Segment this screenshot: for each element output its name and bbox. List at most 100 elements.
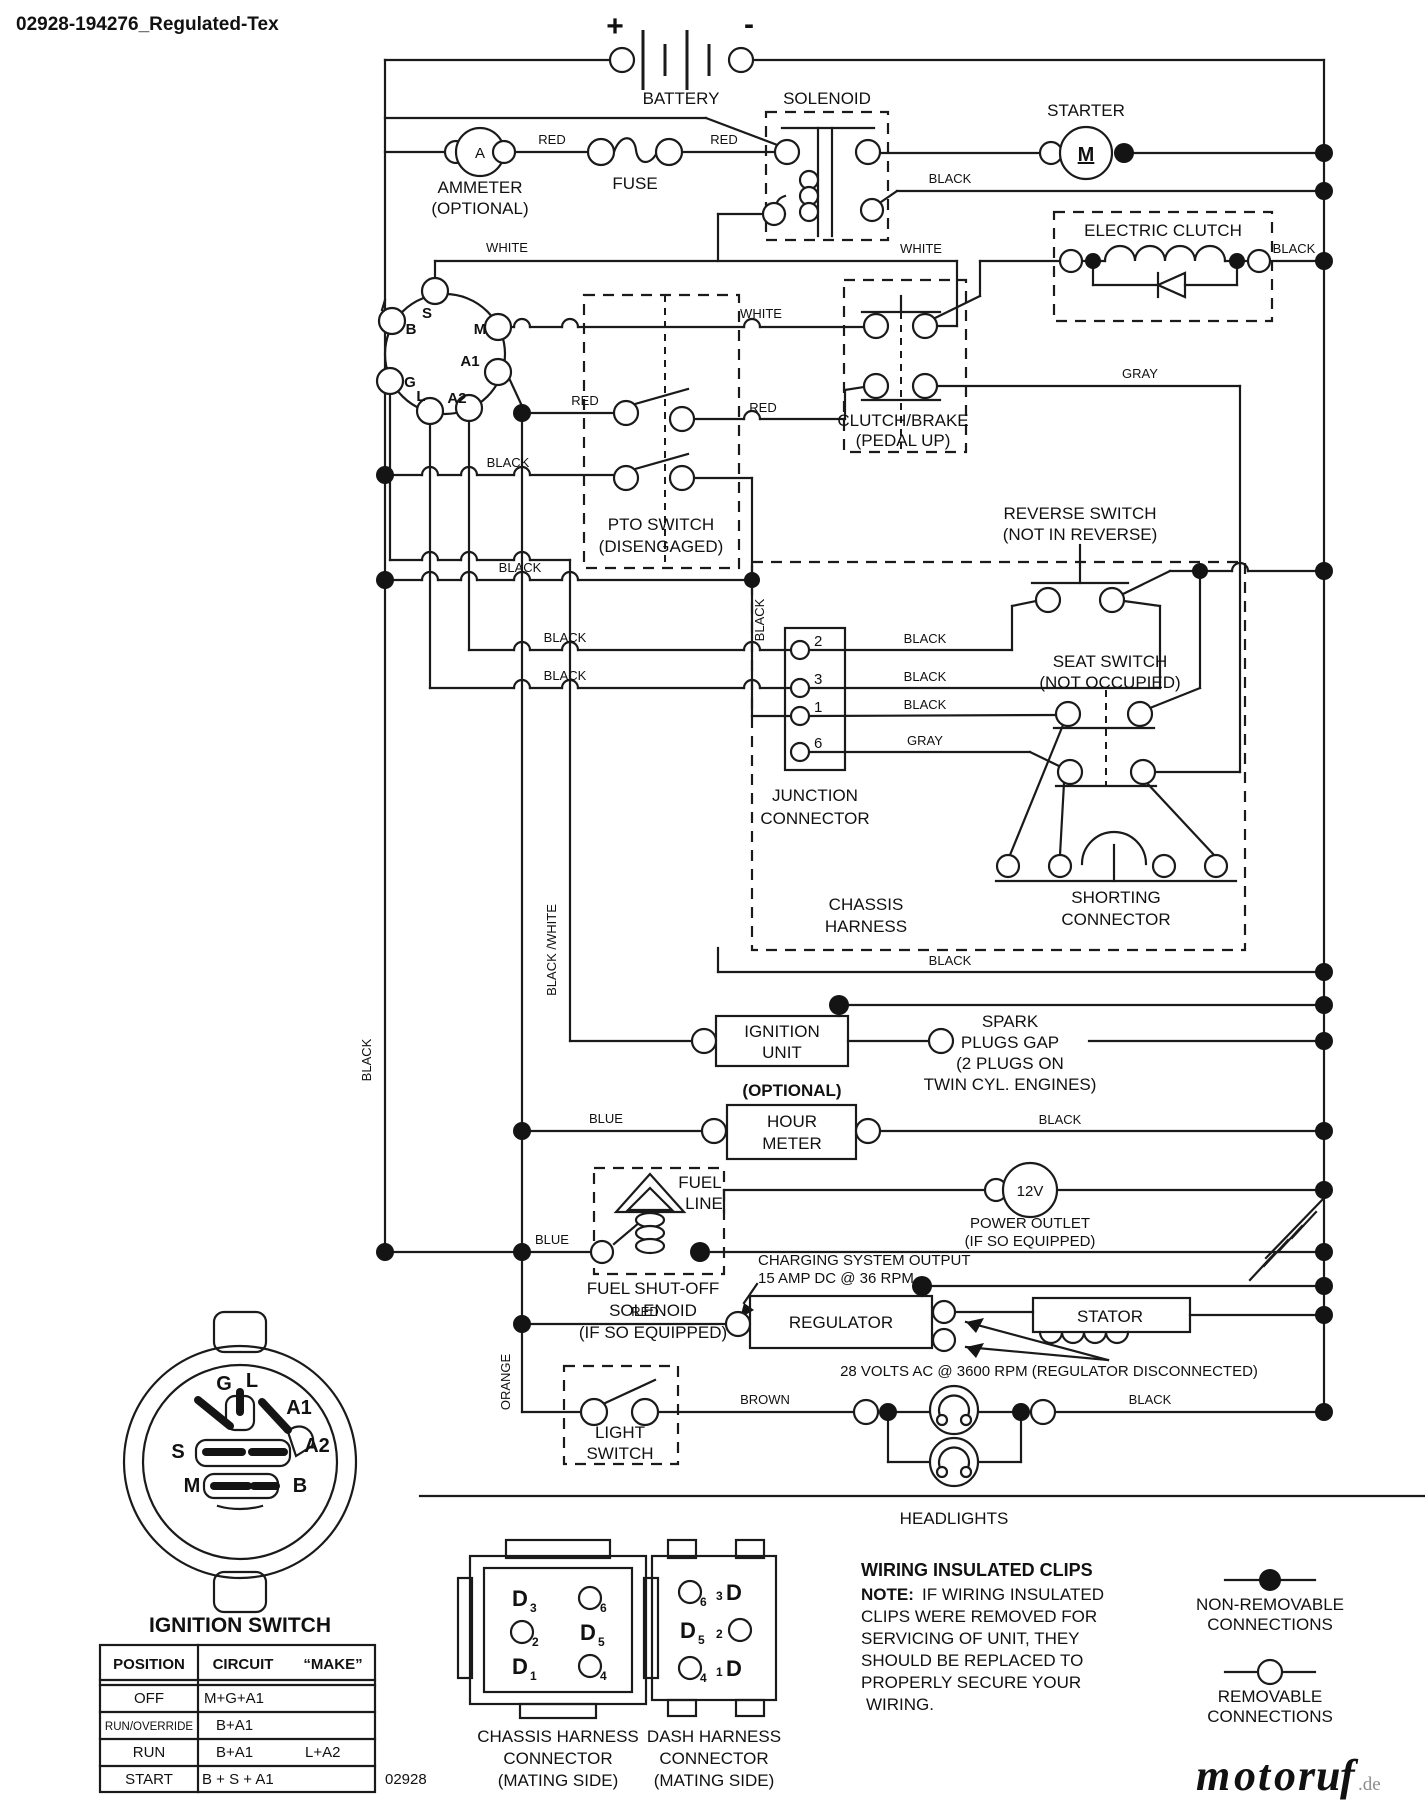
key-marks — [194, 1388, 292, 1490]
switch-terminal-s: S — [171, 1441, 184, 1463]
junction-dots — [376, 143, 1333, 1421]
hour-meter-label-1: HOUR — [767, 1112, 817, 1131]
ring-terminal-b: B — [406, 321, 417, 338]
component-shapes — [613, 30, 1192, 1488]
note-line-2: SERVICING OF UNIT, THEY — [861, 1629, 1080, 1648]
power-outlet-label-2: (IF SO EQUIPPED) — [965, 1233, 1096, 1250]
wire-black-8: BLACK — [904, 669, 947, 684]
clutch-brake-label-2: (PEDAL UP) — [856, 431, 951, 450]
battery-label: BATTERY — [643, 89, 720, 108]
motoruf-logo: m o t o r u f .de — [1196, 1751, 1381, 1800]
wire-red-3: RED — [571, 393, 598, 408]
battery-plus: + — [606, 10, 624, 43]
stator-label: STATOR — [1077, 1307, 1143, 1326]
chassis-connector-label-2: CONNECTOR — [503, 1749, 612, 1768]
wire-black-5: BLACK — [544, 630, 587, 645]
table-row-run-circuit: B+A1 — [216, 1744, 253, 1761]
logo-letter: o — [1274, 1751, 1296, 1800]
reverse-label-2: (NOT IN REVERSE) — [1003, 525, 1158, 544]
pto-label-1: PTO SWITCH — [608, 515, 714, 534]
labels: 02928-194276_Regulated-Tex + - BATTERY A… — [16, 8, 1316, 1528]
junction-label-2: CONNECTOR — [760, 809, 869, 828]
fuse-label: FUSE — [612, 174, 657, 193]
wire-gray-2: GRAY — [907, 733, 943, 748]
dash-pin-num: 5 — [698, 1633, 705, 1647]
reverse-label-1: REVERSE SWITCH — [1003, 504, 1156, 523]
ignition-table: POSITION CIRCUIT “MAKE” OFF M+G+A1 RUN/O… — [98, 1643, 427, 1794]
dash-pin-num: 6 — [700, 1595, 707, 1609]
table-row-runoverride-circuit: B+A1 — [216, 1717, 253, 1734]
chassis-pin-num: 4 — [600, 1669, 607, 1683]
solenoid-label: SOLENOID — [783, 89, 871, 108]
wire-blue-2: BLUE — [535, 1232, 569, 1247]
junction-pin-1: 1 — [814, 699, 822, 716]
ignition-unit-label-2: UNIT — [762, 1043, 802, 1062]
junction-pin-6: 6 — [814, 735, 822, 752]
chassis-pin-num: 1 — [530, 1669, 537, 1683]
chassis-harness-label-1: CHASSIS — [829, 895, 904, 914]
note-line-4: PROPERLY SECURE YOUR — [861, 1673, 1081, 1692]
fuel-solenoid-label-1: FUEL SHUT-OFF — [587, 1279, 720, 1298]
dash-pin-num: 4 — [700, 1671, 707, 1685]
spark-label-2: PLUGS GAP — [961, 1033, 1059, 1052]
logo-letter: u — [1316, 1751, 1340, 1800]
table-col-make: “MAKE” — [303, 1656, 362, 1673]
ring-terminal-l: L — [416, 388, 425, 405]
table-row-run-extra: L+A2 — [305, 1744, 340, 1761]
ignition-switch-drawing: G L A1 A2 S M B IGNITION SWITCH — [122, 1310, 358, 1637]
contacts — [443, 46, 1272, 1427]
note-line-3: SHOULD BE REPLACED TO — [861, 1651, 1083, 1670]
wire-white-3: WHITE — [740, 306, 782, 321]
wire-white-2: WHITE — [900, 241, 942, 256]
dash-pin-glyph: D — [680, 1618, 696, 1643]
dash-pin-glyph: D — [726, 1656, 742, 1681]
note-line-1: CLIPS WERE REMOVED FOR — [861, 1607, 1097, 1626]
switch-terminal-l: L — [246, 1370, 258, 1392]
wire-black-white: BLACK /WHITE — [544, 904, 559, 996]
dash-harness-connector: 6 3 D D 5 2 4 1 D DASH HARNESS CONNECTOR… — [647, 1538, 781, 1790]
battery-minus: - — [744, 8, 754, 41]
page-number: 02928 — [385, 1771, 427, 1788]
chassis-pin-num: 2 — [532, 1635, 539, 1649]
ammeter-note: (OPTIONAL) — [431, 199, 528, 218]
seat-label-1: SEAT SWITCH — [1053, 652, 1168, 671]
wire-black-3: BLACK — [487, 455, 530, 470]
switch-terminal-b: B — [293, 1475, 307, 1497]
legend-nonremovable-1: NON-REMOVABLE — [1196, 1595, 1344, 1614]
chassis-pin-num: 6 — [600, 1601, 607, 1615]
wire-black-1: BLACK — [929, 171, 972, 186]
table-row-start-circuit: B + S + A1 — [202, 1771, 274, 1788]
dash-connector-label-3: (MATING SIDE) — [654, 1771, 775, 1790]
table-row-run: RUN — [133, 1744, 166, 1761]
wiring-note: WIRING INSULATED CLIPS NOTE: IF WIRING I… — [861, 1560, 1104, 1714]
note-line-5: WIRING. — [866, 1695, 934, 1714]
battery-symbol — [641, 30, 711, 90]
junction-pin-3: 3 — [814, 671, 822, 688]
wire-brown: BROWN — [740, 1392, 790, 1407]
wire-black-12: BLACK — [1129, 1392, 1172, 1407]
headlights-label: HEADLIGHTS — [900, 1509, 1009, 1528]
ignition-switch-title: IGNITION SWITCH — [149, 1614, 331, 1637]
wire-black-9: BLACK — [904, 697, 947, 712]
logo-letter: o — [1234, 1751, 1256, 1800]
note-bold: NOTE: — [861, 1585, 914, 1604]
spark-label-1: SPARK — [982, 1012, 1039, 1031]
wire-black-10: BLACK — [929, 953, 972, 968]
wiring-lines — [380, 58, 1326, 1464]
shorting-label-2: CONNECTOR — [1061, 910, 1170, 929]
nonremovable-symbol — [1259, 1569, 1281, 1591]
chassis-pin-num: 3 — [530, 1601, 537, 1615]
ring-terminal-a2: A2 — [447, 390, 466, 407]
light-switch-box — [562, 1364, 680, 1466]
pto-label-2: (DISENGAGED) — [599, 537, 724, 556]
wire-red-4: RED — [749, 400, 776, 415]
wire-black-vert: BLACK — [752, 598, 767, 641]
dash-connector-label-2: CONNECTOR — [659, 1749, 768, 1768]
ignition-unit-label-1: IGNITION — [744, 1022, 820, 1041]
dash-pin-glyph: D — [726, 1580, 742, 1605]
fuel-line-box — [592, 1166, 726, 1276]
stator-box — [1031, 1296, 1192, 1334]
table-col-circuit: CIRCUIT — [213, 1656, 274, 1673]
